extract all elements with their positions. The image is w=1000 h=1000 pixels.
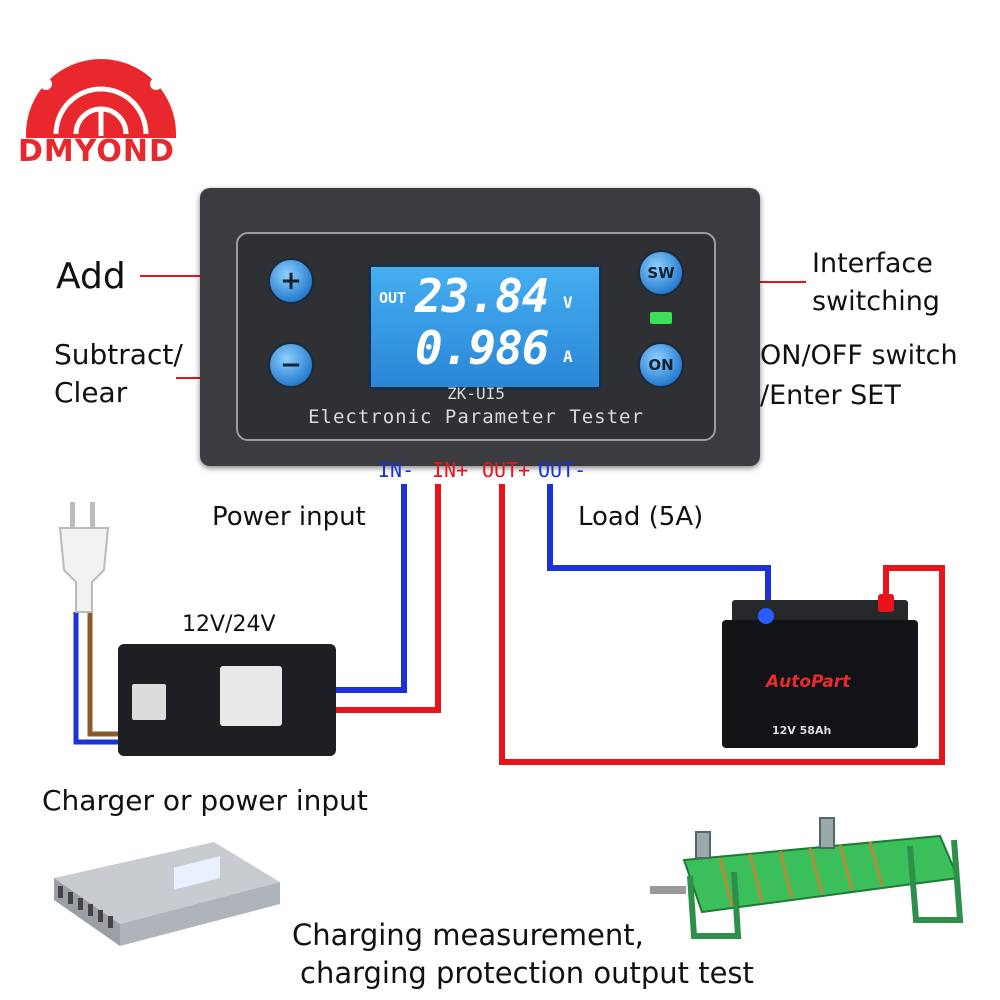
- device-title: Electronic Parameter Tester: [308, 406, 644, 428]
- power-adapter: [118, 644, 336, 756]
- battery-spec: 12V 58Ah: [772, 724, 832, 737]
- plug-wire-blue: [73, 612, 120, 745]
- label-voltage-options: 12V/24V: [182, 612, 276, 637]
- lcd-out-label: OUT: [379, 289, 407, 307]
- label-enter-set: /Enter SET: [760, 380, 901, 411]
- label-charger: Charger or power input: [42, 784, 368, 817]
- label-switching: switching: [812, 286, 940, 317]
- power-plug-icon: [58, 502, 110, 613]
- power-resistor-icon: [650, 817, 964, 939]
- battery-negative-terminal: [758, 608, 774, 624]
- battery-positive-terminal: [878, 594, 894, 612]
- battery-body: AutoPart 12V 58Ah: [722, 620, 918, 748]
- status-led: [650, 312, 672, 324]
- label-interface: Interface: [812, 248, 933, 279]
- sw-button[interactable]: SW: [638, 250, 684, 296]
- brand-name: DMYOND: [18, 134, 175, 169]
- terminal-in-plus: IN+: [432, 458, 469, 482]
- label-charging-protection: charging protection output test: [300, 956, 754, 990]
- subtract-button[interactable]: −: [268, 342, 314, 388]
- lcd-display: OUT 23.84 V 0.986 A: [368, 264, 602, 390]
- switching-power-supply-icon: [54, 842, 280, 946]
- terminal-out-plus: OUT+: [482, 458, 531, 482]
- terminal-out-minus: OUT-: [538, 458, 587, 482]
- label-subtract: Subtract/: [54, 338, 183, 371]
- brand-logo-icon: [26, 36, 176, 138]
- out-minus-wire: [547, 484, 771, 618]
- lcd-voltage-unit: V: [563, 293, 573, 312]
- lcd-voltage: 23.84: [415, 269, 549, 323]
- label-add: Add: [56, 256, 126, 297]
- adapter-label: [220, 666, 282, 726]
- label-load: Load (5A): [578, 502, 704, 532]
- label-power-input: Power input: [212, 502, 366, 532]
- plug-wire-brown: [87, 612, 120, 737]
- device-face: + − OUT 23.84 V 0.986 A SW ON ZK-UI5 Ele…: [236, 232, 716, 441]
- label-clear: Clear: [54, 376, 128, 409]
- car-battery: AutoPart 12V 58Ah: [722, 594, 918, 748]
- terminal-in-minus: IN-: [378, 458, 415, 482]
- model-number: ZK-UI5: [447, 384, 505, 403]
- lcd-current: 0.986: [415, 321, 549, 375]
- out-plus-wire: [499, 484, 945, 765]
- tester-device: + − OUT 23.84 V 0.986 A SW ON ZK-UI5 Ele…: [200, 188, 760, 466]
- in-plus-wire: [336, 484, 441, 713]
- adapter-port: [132, 684, 166, 720]
- in-minus-wire: [336, 484, 407, 693]
- battery-brand: AutoPart: [766, 672, 851, 692]
- label-onoff: ON/OFF switch: [760, 340, 958, 371]
- add-button[interactable]: +: [268, 258, 314, 304]
- on-button[interactable]: ON: [638, 342, 684, 388]
- lcd-current-unit: A: [563, 347, 573, 366]
- label-charging-measurement: Charging measurement,: [292, 918, 644, 952]
